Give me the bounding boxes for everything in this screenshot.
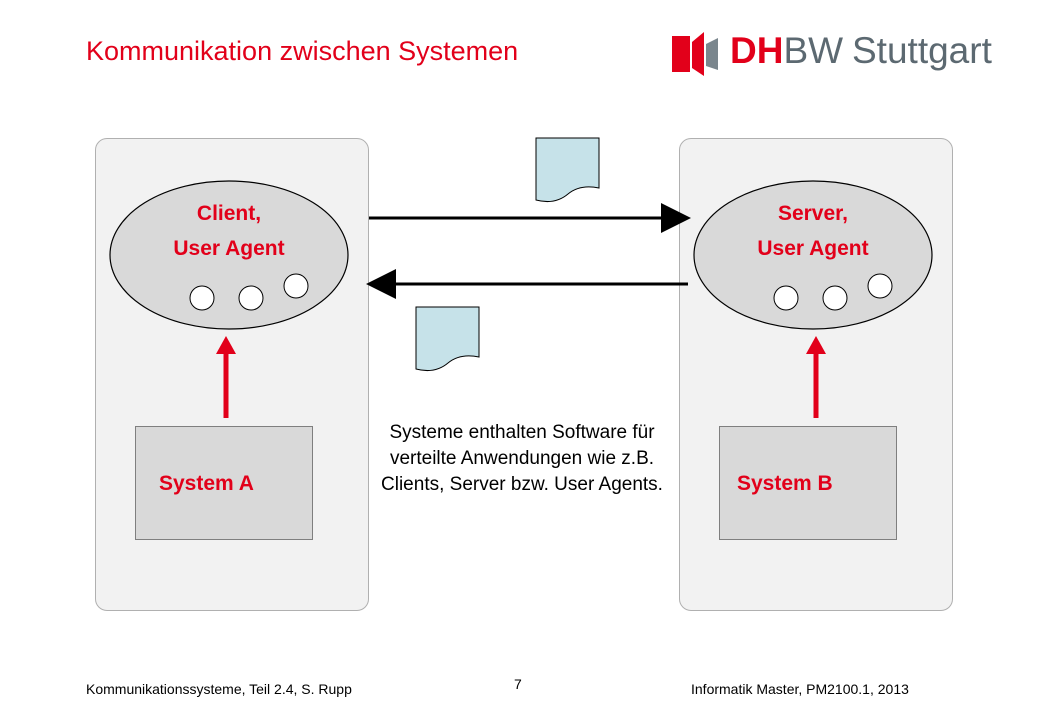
port-circle-icon [189, 285, 215, 311]
footer-course: Kommunikationssysteme, Teil 2.4, S. Rupp [86, 681, 352, 697]
document-icon [535, 137, 600, 202]
logo-wordmark: DHBW [730, 30, 844, 71]
logo-city: Stuttgart [852, 30, 992, 71]
system-b-label: System B [737, 472, 833, 495]
arrow-up-icon [806, 336, 826, 354]
page-title: Kommunikation zwischen Systemen [86, 36, 519, 66]
system-a-label: System A [159, 472, 254, 495]
document-icon [415, 306, 480, 371]
description-note: Systeme enthalten Software für verteilte… [381, 422, 663, 495]
system-a-box [135, 426, 313, 540]
port-circle-icon [867, 273, 893, 299]
port-circle-icon [283, 273, 309, 299]
page-number: 7 [514, 676, 522, 692]
dhbw-logo-icon [672, 32, 718, 76]
system-b-box [719, 426, 897, 540]
port-circle-icon [238, 285, 264, 311]
port-circle-icon [822, 285, 848, 311]
server-agent-label: Server, User Agent [757, 202, 869, 260]
footer-program: Informatik Master, PM2100.1, 2013 [691, 681, 909, 697]
client-agent-label: Client, User Agent [173, 202, 285, 260]
port-circle-icon [773, 285, 799, 311]
arrow-up-icon [216, 336, 236, 354]
